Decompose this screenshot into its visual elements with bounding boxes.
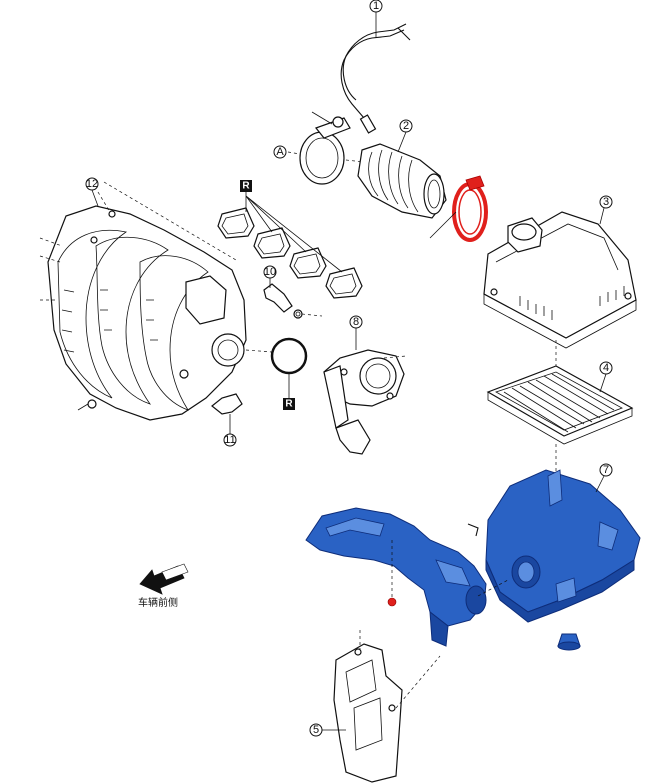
fresh-air-duct — [305, 507, 487, 647]
callout-3: 3 — [599, 195, 613, 209]
rubber-grommet — [557, 633, 581, 651]
callout-4: 4 — [599, 361, 613, 375]
hose-clamp — [299, 111, 351, 185]
svg-text:8: 8 — [353, 316, 359, 328]
svg-text:2: 2 — [403, 120, 409, 132]
svg-text:7: 7 — [603, 464, 609, 476]
air-filter-element — [486, 365, 634, 445]
red-hose-clamp — [452, 175, 488, 242]
air-intake-hose — [357, 143, 447, 219]
callout-1: 1 — [369, 0, 383, 13]
callout-7: 7 — [599, 463, 613, 477]
callout-12: 12 — [85, 177, 99, 191]
svg-text:R: R — [242, 181, 250, 192]
intake-manifold — [47, 205, 247, 421]
callout-5: 5 — [309, 723, 323, 737]
air-guide-bracket — [333, 643, 403, 783]
svg-text:11: 11 — [224, 434, 235, 446]
air-cleaner-cover — [483, 211, 637, 349]
callout-8: 8 — [349, 315, 363, 329]
replace-badge-gaskets: R — [240, 180, 252, 192]
callout-11: 11 — [223, 433, 237, 447]
svg-text:10: 10 — [264, 266, 276, 278]
breather-hose — [340, 23, 411, 134]
intake-manifold-gaskets — [217, 207, 363, 299]
callout-2: 2 — [399, 119, 413, 133]
replace-badge-oring: R — [283, 398, 295, 410]
vacuum-hose-10 — [263, 283, 303, 319]
svg-text:A: A — [276, 146, 284, 158]
svg-text:3: 3 — [603, 196, 609, 208]
callout-10: 10 — [263, 265, 277, 279]
throttle-body — [323, 349, 405, 455]
svg-text:4: 4 — [603, 362, 609, 374]
vehicle-front-arrow-icon — [139, 563, 189, 595]
svg-text:1: 1 — [373, 0, 379, 12]
throttle-body-gasket — [270, 337, 308, 375]
reference-marker-a: A — [273, 145, 287, 159]
svg-text:12: 12 — [86, 178, 98, 190]
svg-text:R: R — [285, 399, 293, 410]
vehicle-front-caption: 车辆前侧 — [138, 596, 178, 609]
svg-text:5: 5 — [313, 724, 319, 736]
vacuum-hose-11 — [211, 393, 243, 415]
air-cleaner-case — [485, 469, 641, 623]
